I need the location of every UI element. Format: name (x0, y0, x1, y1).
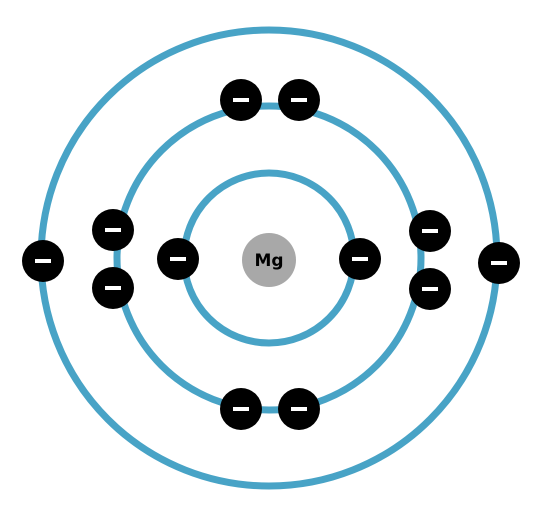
minus-sign-icon (233, 407, 249, 411)
minus-sign-icon (422, 229, 438, 233)
nucleus: Mg (242, 233, 296, 287)
minus-sign-icon (422, 287, 438, 291)
minus-sign-icon (105, 228, 121, 232)
shell-2-electron (92, 267, 134, 309)
nucleus-circle (242, 233, 296, 287)
middle-electron-shell (113, 102, 425, 414)
shell-2-electron (409, 210, 451, 252)
minus-sign-icon (291, 98, 307, 102)
minus-sign-icon (352, 257, 368, 261)
minus-sign-icon (35, 259, 51, 263)
shell-3-electron (22, 240, 64, 282)
minus-sign-icon (233, 98, 249, 102)
shell-2-electron (409, 268, 451, 310)
minus-sign-icon (105, 286, 121, 290)
shell-2-electron (220, 388, 262, 430)
minus-sign-icon (491, 261, 507, 265)
nucleus-symbol: Mg (254, 251, 283, 271)
shell-2-electron (220, 79, 262, 121)
shell-2-electron (92, 209, 134, 251)
shell-3-electron (478, 242, 520, 284)
electrons (22, 79, 520, 430)
minus-sign-icon (291, 407, 307, 411)
minus-sign-icon (170, 257, 186, 261)
shell-1-electron (157, 238, 199, 280)
shell-1-electron (339, 238, 381, 280)
shell-2-electron (278, 388, 320, 430)
shell-2-electron (278, 79, 320, 121)
